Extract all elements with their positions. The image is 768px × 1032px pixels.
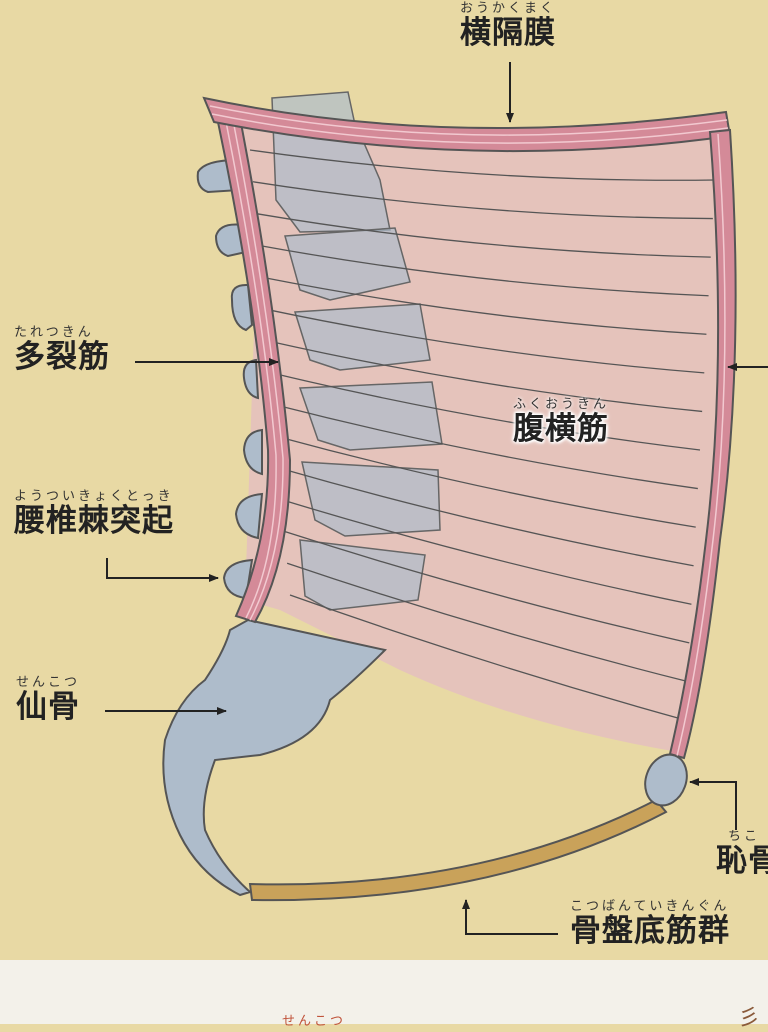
diaphragm-fiber [211, 113, 729, 144]
transversus-fiber-line [286, 562, 688, 683]
transversus-fiber-line [278, 467, 694, 567]
transversus-fiber-line [284, 530, 690, 644]
footer-corner-text: 彡 [738, 1006, 761, 1031]
label-spinous: ようついきょくとっき 腰椎棘突起 [14, 490, 174, 537]
transversus-fiber-line [269, 371, 701, 451]
label-pubis: ちこ 恥骨 [716, 830, 768, 877]
text-multifidus: 多裂筋 [14, 339, 110, 375]
label-multifidus: たれつきん 多裂筋 [14, 326, 110, 373]
multifidus-fiber [231, 114, 284, 621]
multifidus-fiber [223, 111, 277, 619]
pubic-bone [644, 753, 688, 807]
transversus-fiber-line [272, 403, 698, 490]
ruby-spinous: ようついきょくとっき [14, 489, 174, 504]
vertebra-5 [301, 461, 441, 537]
transversus-fiber-line [255, 212, 711, 258]
transversus-fiber-line [289, 594, 686, 721]
text-pelvic-floor: 骨盤底筋群 [570, 913, 730, 949]
multifidus-muscle [213, 106, 292, 624]
transversus-fiber-line [252, 181, 713, 220]
footer-ruby: せんこつ [282, 1014, 347, 1029]
text-diaphragm: 横隔膜 [460, 15, 556, 51]
ruby-pelvic-floor: こつばんていきんぐん [570, 899, 730, 914]
spinous-process-7 [222, 558, 254, 600]
pelvic-floor-muscles [248, 798, 668, 902]
transversus-fiber-line [258, 244, 709, 297]
label-pelvic-floor: こつばんていきんぐん 骨盤底筋群 [570, 900, 730, 947]
diaphragm-fiber [209, 105, 728, 136]
transversus-fibers [249, 149, 716, 721]
ruby-sacrum: せんこつ [16, 675, 81, 690]
label-transversus: ふくおうきん 腹横筋 [496, 398, 626, 445]
spinous-process-6 [234, 492, 264, 540]
transversus-fiber-line [261, 276, 707, 335]
transversus-fiber-line [264, 308, 705, 374]
text-sacrum: 仙骨 [16, 689, 80, 725]
transversus-fiber-line [281, 499, 692, 605]
front-band-fiber [676, 133, 726, 757]
transversus-fiber-line [249, 149, 716, 181]
label-sacrum: せんこつ 仙骨 [16, 676, 80, 723]
next-page-edge [0, 960, 768, 1024]
sacrum-bone [162, 618, 388, 897]
spinous-process-4 [242, 358, 260, 400]
callout-arrows [105, 62, 768, 935]
spinous-process-3 [230, 283, 254, 332]
text-spinous: 腰椎棘突起 [14, 503, 174, 539]
vertebra-6 [299, 539, 426, 611]
arrow-pubis [689, 778, 737, 830]
ruby-pubis: ちこ [728, 830, 761, 844]
arrow-pelvic-floor [462, 899, 558, 935]
ruby-transversus: ふくおうきん [512, 397, 609, 412]
arrow-spinous [106, 558, 219, 582]
text-transversus: 腹横筋 [513, 411, 609, 447]
transversus-fiber-line [275, 435, 696, 528]
vertebra-4 [298, 381, 443, 451]
ruby-multifidus: たれつきん [14, 325, 94, 340]
ruby-diaphragm: おうかくまく [459, 1, 556, 16]
vertebra-2 [284, 227, 411, 301]
transversus-fiber-line [266, 340, 703, 413]
spinous-process-5 [242, 428, 263, 476]
label-diaphragm: おうかくまく 横隔膜 [448, 2, 568, 49]
text-pubis: 恥骨 [716, 843, 768, 877]
